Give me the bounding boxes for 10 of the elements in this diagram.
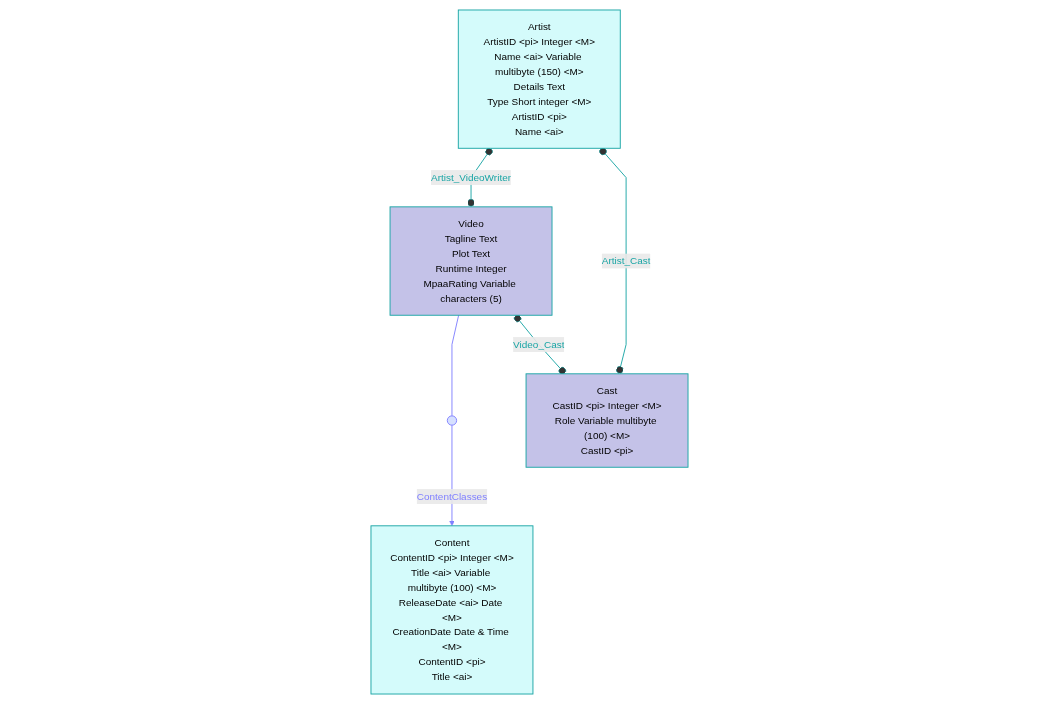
edge-label: ContentClasses: [416, 490, 488, 502]
node-box: Artist ArtistID <pi> Integer <M> Name <ai> Variable multibyte (150) <M> Details Text Type Short integer <M> ArtistID <pi> Name <ai>: [457, 9, 621, 149]
node-circle: [446, 415, 458, 426]
edge-label: Artist_VideoWriter: [431, 171, 512, 183]
node-box: Content ContentID <pi> Integer <M> Title <ai> Variable multibyte (100) <M> ReleaseDate <ai> Date <M> CreationDate Date & Time <M> ContentID <pi> Title <ai>: [370, 525, 534, 695]
edge-label: Video_Cast: [513, 338, 565, 350]
node-box: Cast CastID <pi> Integer <M> Role Variable multibyte (100) <M> CastID <pi>: [525, 373, 689, 468]
edge-label: Artist_Cast: [601, 255, 651, 267]
node-box: Video Tagline Text Plot Text Runtime Integer MpaaRating Variable characters (5): [389, 206, 553, 316]
connector: [451, 314, 460, 417]
